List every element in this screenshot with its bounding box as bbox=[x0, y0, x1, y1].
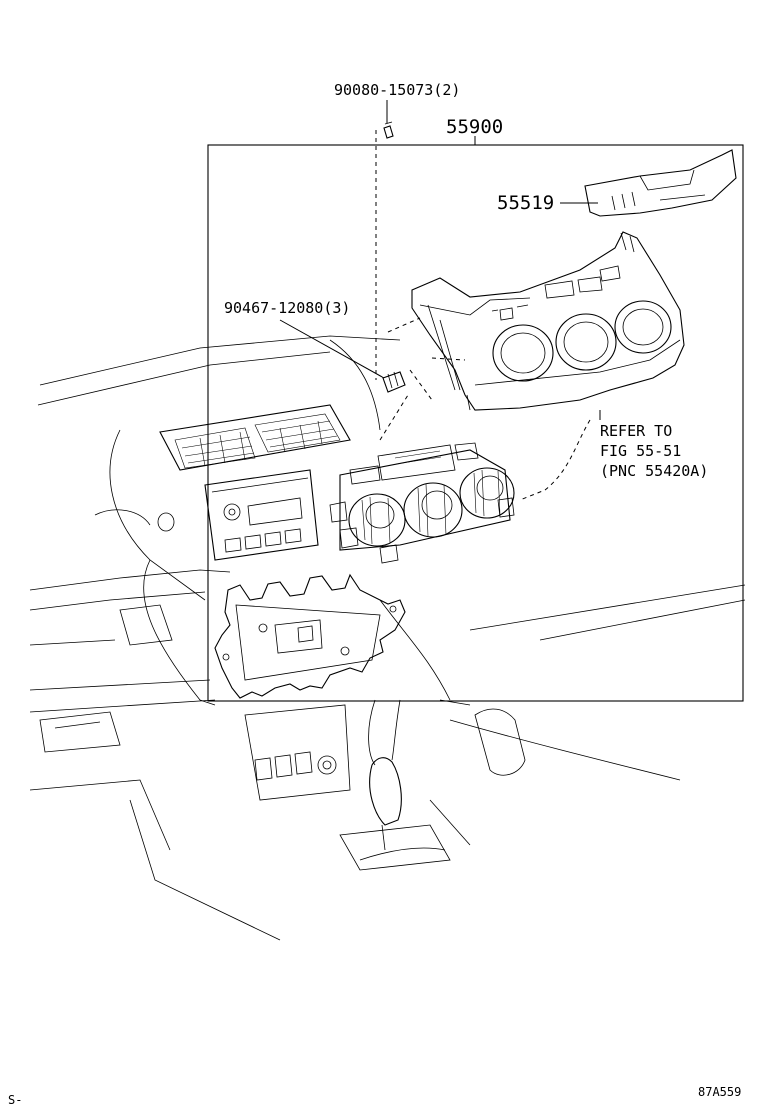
refer-label-line3: (PNC 55420A) bbox=[600, 462, 708, 480]
center-bezel bbox=[411, 231, 685, 411]
figure-code: 87A559 bbox=[698, 1085, 741, 1099]
footer-left-mark: S- bbox=[8, 1093, 22, 1107]
climate-control-unit bbox=[329, 442, 515, 564]
refer-label-line2: FIG 55-51 bbox=[600, 442, 681, 460]
shift-console bbox=[244, 699, 471, 871]
refer-label-line1: REFER TO bbox=[600, 422, 672, 440]
dashboard-outline bbox=[29, 335, 746, 941]
clip-install-line-4 bbox=[379, 394, 409, 441]
refer-curve bbox=[519, 419, 591, 501]
mounting-bracket bbox=[214, 573, 406, 699]
clip bbox=[382, 371, 406, 393]
clip-install-line-3 bbox=[431, 357, 466, 361]
clip-part-label: 90467-12080(3) bbox=[224, 299, 350, 317]
upper-cover bbox=[584, 149, 737, 217]
assembly-part-label: 55900 bbox=[446, 116, 503, 138]
screw-part-label: 90080-15073(2) bbox=[334, 81, 460, 99]
clip-leader bbox=[279, 319, 385, 379]
cover-part-label: 55519 bbox=[497, 192, 554, 214]
screw bbox=[383, 121, 394, 139]
center-vents bbox=[159, 404, 351, 561]
clip-install-line-2 bbox=[409, 369, 433, 401]
clip-install-line-1 bbox=[387, 317, 421, 333]
